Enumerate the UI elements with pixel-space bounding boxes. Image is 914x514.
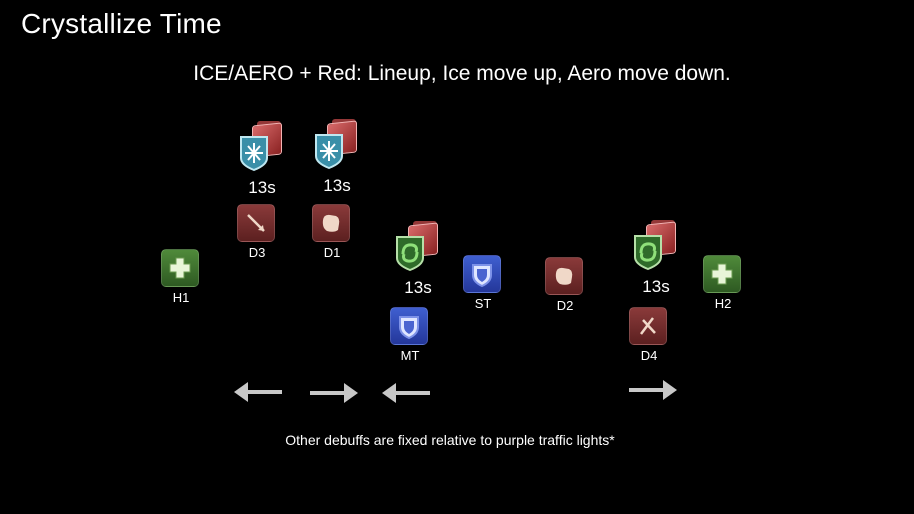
shield-icon <box>399 316 419 340</box>
role-d2: D2 <box>545 257 585 313</box>
fist-icon <box>322 214 340 232</box>
role-mt: MT <box>390 307 430 363</box>
role-label: D4 <box>640 348 658 363</box>
arrow-left-icon <box>382 383 430 403</box>
shield-icon <box>472 264 492 288</box>
role-label: D1 <box>323 245 341 260</box>
role-d3: D3 <box>237 204 277 260</box>
page-title: Crystallize Time <box>21 8 222 39</box>
footnote-text: Other debuffs are fixed relative to purp… <box>285 432 615 448</box>
role-h1: H1 <box>161 249 201 305</box>
daggers-icon <box>640 317 656 335</box>
ice-debuff-icon <box>315 134 343 170</box>
role-label: D3 <box>248 245 266 260</box>
mechanic-instruction: ICE/AERO + Red: Lineup, Ice move up, Aer… <box>0 62 914 86</box>
role-h2: H2 <box>703 255 743 311</box>
debuff-timer: 13s <box>323 176 351 195</box>
role-d1: D1 <box>312 204 352 260</box>
role-d4: D4 <box>629 307 669 363</box>
aero-debuff-icon <box>396 236 424 272</box>
arrow-right-icon <box>310 383 358 403</box>
healer-cross-icon <box>711 263 733 285</box>
role-label: MT <box>400 348 420 363</box>
bow-arrow-icon <box>247 214 265 232</box>
debuff-timer: 13s <box>404 278 432 297</box>
debuff-timer: 13s <box>248 178 276 197</box>
role-label: H2 <box>714 296 732 311</box>
subtitle-text: ICE/AERO + Red: Lineup, Ice move up, Aer… <box>193 62 731 85</box>
debuff-timer: 13s <box>642 277 670 296</box>
arrow-left-icon <box>234 382 282 402</box>
aero-debuff-icon <box>634 235 662 271</box>
role-label: H1 <box>172 290 190 305</box>
healer-cross-icon <box>169 257 191 279</box>
ice-debuff-icon <box>240 136 268 172</box>
role-label: D2 <box>556 298 574 313</box>
role-label: ST <box>474 296 492 311</box>
arrow-right-icon <box>629 380 677 400</box>
fist-icon <box>555 267 573 285</box>
role-st: ST <box>463 255 503 311</box>
footnote: Other debuffs are fixed relative to purp… <box>0 432 914 448</box>
